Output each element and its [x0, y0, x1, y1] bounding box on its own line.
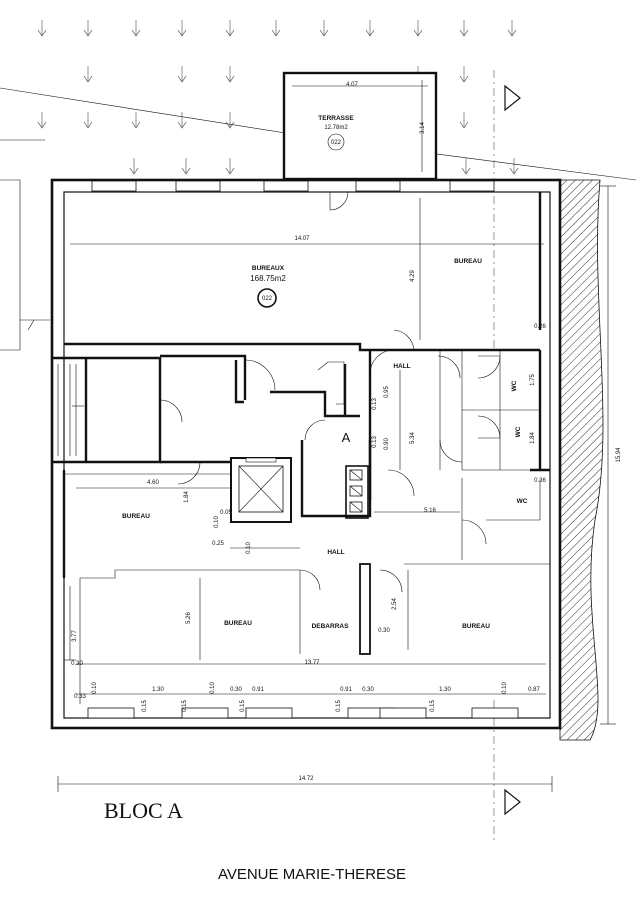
dim-b030a: 0.30 [230, 687, 242, 693]
core-left [52, 354, 372, 518]
dim-b091b: 0.91 [340, 687, 352, 693]
dim-1377: 13.77 [304, 660, 320, 666]
dim-b010c: 0.10 [502, 682, 508, 694]
bureaux-code: 022 [262, 296, 273, 302]
terrace-area: 12.78m2 [324, 125, 348, 131]
dim-w015e: 0.15 [430, 700, 436, 712]
bureau-right-label: BUREAU [462, 623, 490, 630]
upper-office-boundary [64, 342, 540, 352]
dim-090: 0.90 [384, 438, 390, 450]
dim-b091a: 0.91 [252, 687, 264, 693]
terrace-code-circle [327, 133, 345, 151]
wc3-label: WC [517, 498, 528, 505]
dim-025: 0.25 [212, 541, 224, 547]
dim-460: 4.60 [147, 480, 159, 486]
wc1-label: WC [511, 380, 518, 391]
dim-010a: 0.10 [214, 516, 220, 528]
lower-partitions [62, 470, 550, 704]
exterior-wall-inner [63, 191, 551, 719]
dim-total-height: 15.94 [616, 447, 622, 463]
dim-w015a: 0.15 [142, 700, 148, 712]
dim-b130b: 1.30 [439, 687, 451, 693]
dim-534: 5.34 [410, 432, 416, 444]
bottom-windows [87, 707, 519, 719]
dim-010b: 0.10 [246, 542, 252, 554]
wc-block [368, 329, 550, 560]
bureau-top-right-label: BUREAU [454, 258, 482, 265]
top-windows [91, 180, 495, 192]
bureaux-label: BUREAUX [252, 265, 285, 272]
dim-013b: 0.13 [372, 436, 378, 448]
dim-b033: 0.33 [74, 694, 86, 700]
dim-030-left: 0.30 [71, 661, 83, 667]
dim-377: 3.77 [72, 630, 78, 642]
street-label: AVENUE MARIE-THERESE [218, 866, 406, 883]
terrace-depth: 3.14 [420, 122, 426, 134]
terrace-door [329, 191, 349, 211]
dim-b130a: 1.30 [152, 687, 164, 693]
dim-516: 5.16 [424, 508, 436, 514]
debarras-label: DEBARRAS [312, 623, 350, 630]
dim-526: 5.26 [186, 612, 192, 624]
room-labels: TERRASSE 12.78m2 022 4.07 3.14 BUREAUX 1… [122, 82, 528, 630]
dim-184: 1.84 [184, 491, 190, 503]
bloc-label: BLOC A [104, 798, 183, 823]
ground-arrow-marks [37, 20, 519, 175]
dim-b010a: 0.10 [92, 682, 98, 694]
dim-b087: 0.87 [528, 687, 540, 693]
dim-095: 0.95 [384, 386, 390, 398]
bureau-left-label: BUREAU [122, 513, 150, 520]
terrace-code: 022 [331, 140, 342, 146]
dim-total-width: 14.72 [298, 776, 314, 782]
bureaux-area: 168.75m2 [250, 274, 286, 283]
dim-005: 0.05 [220, 510, 232, 516]
terrace-width: 4.07 [346, 82, 358, 88]
dim-w015d: 0.15 [336, 700, 342, 712]
dim-top-width: 14.07 [294, 236, 310, 242]
section-marker-top [493, 70, 521, 350]
dim-top-height: 4.29 [410, 270, 416, 282]
lift-shaft [230, 457, 292, 523]
section-marker-bottom [493, 700, 521, 840]
bureaux-code-circle [257, 288, 277, 308]
wc2-label: WC [515, 426, 522, 437]
dim-b030b: 0.30 [362, 687, 374, 693]
terrace-label: TERRASSE [318, 115, 354, 122]
dimension-lines [57, 185, 616, 792]
core-mark: A [342, 430, 351, 445]
dimension-labels: 14.07 4.29 0.26 1.75 1.84 0.36 0.13 0.95… [71, 236, 622, 782]
dim-036: 0.36 [534, 478, 546, 484]
dim-026: 0.26 [534, 324, 546, 330]
dim-175: 1.75 [530, 374, 536, 386]
exterior-wall [50, 178, 562, 730]
dim-254: 2.54 [392, 598, 398, 610]
dim-013a: 0.13 [372, 398, 378, 410]
hall-right-label: HALL [393, 363, 410, 370]
technical-shafts [345, 465, 369, 519]
dim-184b: 1.84 [530, 432, 536, 444]
dim-030: 0.30 [378, 628, 390, 634]
party-wall-hatch [559, 179, 604, 741]
dim-w015c: 0.15 [240, 700, 246, 712]
terrace [282, 71, 438, 181]
hall-center-label: HALL [327, 549, 344, 556]
dim-w015b: 0.15 [182, 700, 188, 712]
bureau-center-label: BUREAU [224, 620, 252, 627]
dim-b010b: 0.10 [210, 682, 216, 694]
